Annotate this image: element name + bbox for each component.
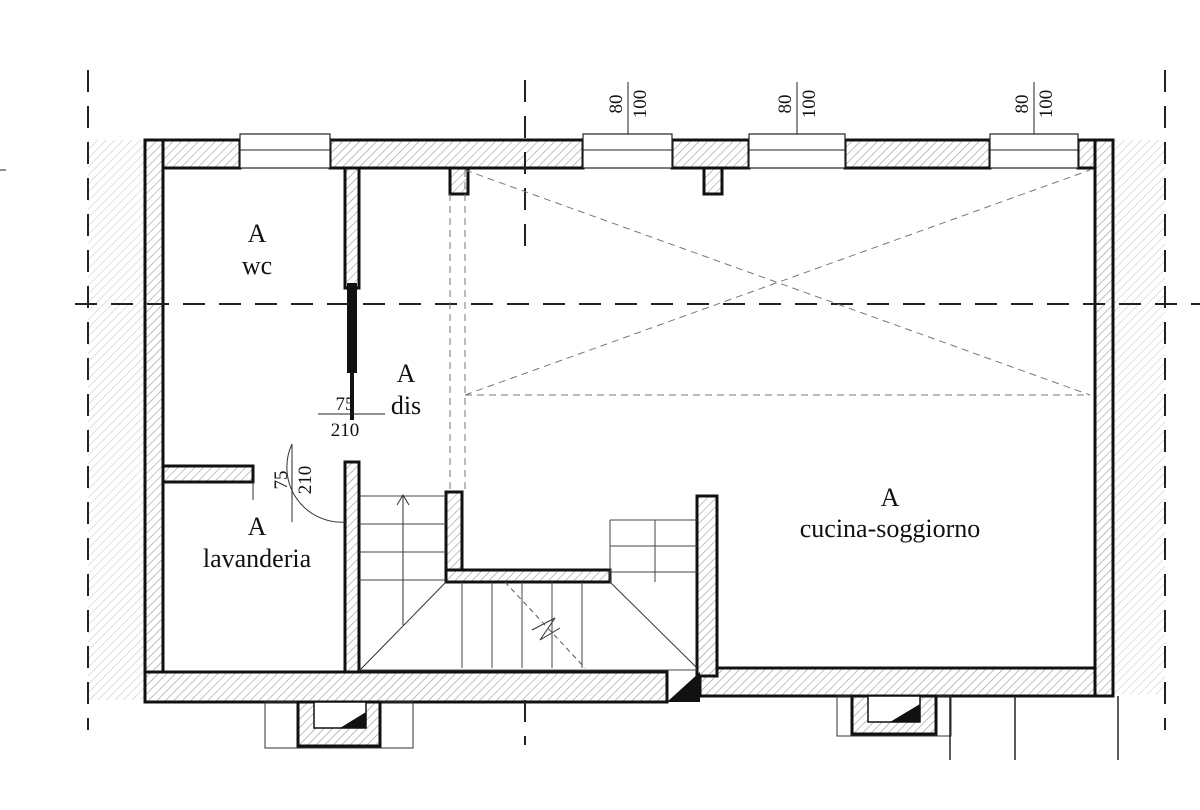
window — [989, 133, 1079, 169]
svg-text:dis: dis — [391, 391, 421, 420]
adjacent-wall-right — [1105, 140, 1165, 695]
room-label-cucina-soggiorno: A cucina-soggiorno — [800, 483, 981, 543]
staircase — [359, 494, 698, 671]
room-label-lavanderia: A lavanderia — [203, 512, 312, 573]
window-dimension-3: 80 100 — [1012, 82, 1057, 134]
svg-text:100: 100 — [630, 90, 651, 119]
window — [582, 133, 673, 169]
door-dimension-dis: 75 210 — [318, 394, 385, 441]
svg-text:75: 75 — [336, 394, 355, 415]
windows — [239, 133, 1079, 169]
window-dimension-2: 80 100 — [775, 82, 820, 134]
bottom-shafts — [264, 672, 1119, 760]
corner-triangle — [667, 672, 700, 702]
void-above — [449, 169, 1091, 492]
svg-text:80: 80 — [775, 95, 796, 114]
window — [239, 133, 331, 169]
outer-walls — [143, 138, 1115, 704]
window — [748, 133, 846, 169]
svg-text:A: A — [397, 359, 416, 388]
svg-text:100: 100 — [1036, 90, 1057, 119]
svg-text:A: A — [248, 512, 267, 541]
sliding-door — [347, 283, 357, 373]
svg-text:100: 100 — [799, 90, 820, 119]
svg-text:cucina-soggiorno: cucina-soggiorno — [800, 514, 981, 543]
svg-text:80: 80 — [606, 95, 627, 114]
svg-text:lavanderia: lavanderia — [203, 544, 312, 573]
svg-text:210: 210 — [331, 420, 360, 441]
svg-text:A: A — [248, 219, 267, 248]
svg-text:A: A — [881, 483, 900, 512]
interior-walls — [161, 166, 719, 678]
svg-text:210: 210 — [295, 466, 316, 495]
svg-text:wc: wc — [242, 251, 272, 280]
adjacent-wall-left — [88, 140, 148, 700]
window-dimension-1: 80 100 — [606, 82, 651, 134]
svg-text:75: 75 — [271, 471, 292, 490]
room-label-wc: A wc — [242, 219, 272, 280]
door-dimension-lavanderia: 75 210 — [271, 460, 316, 500]
room-label-dis: A dis — [391, 359, 421, 420]
svg-text:80: 80 — [1012, 95, 1033, 114]
section-axes — [75, 70, 1200, 745]
